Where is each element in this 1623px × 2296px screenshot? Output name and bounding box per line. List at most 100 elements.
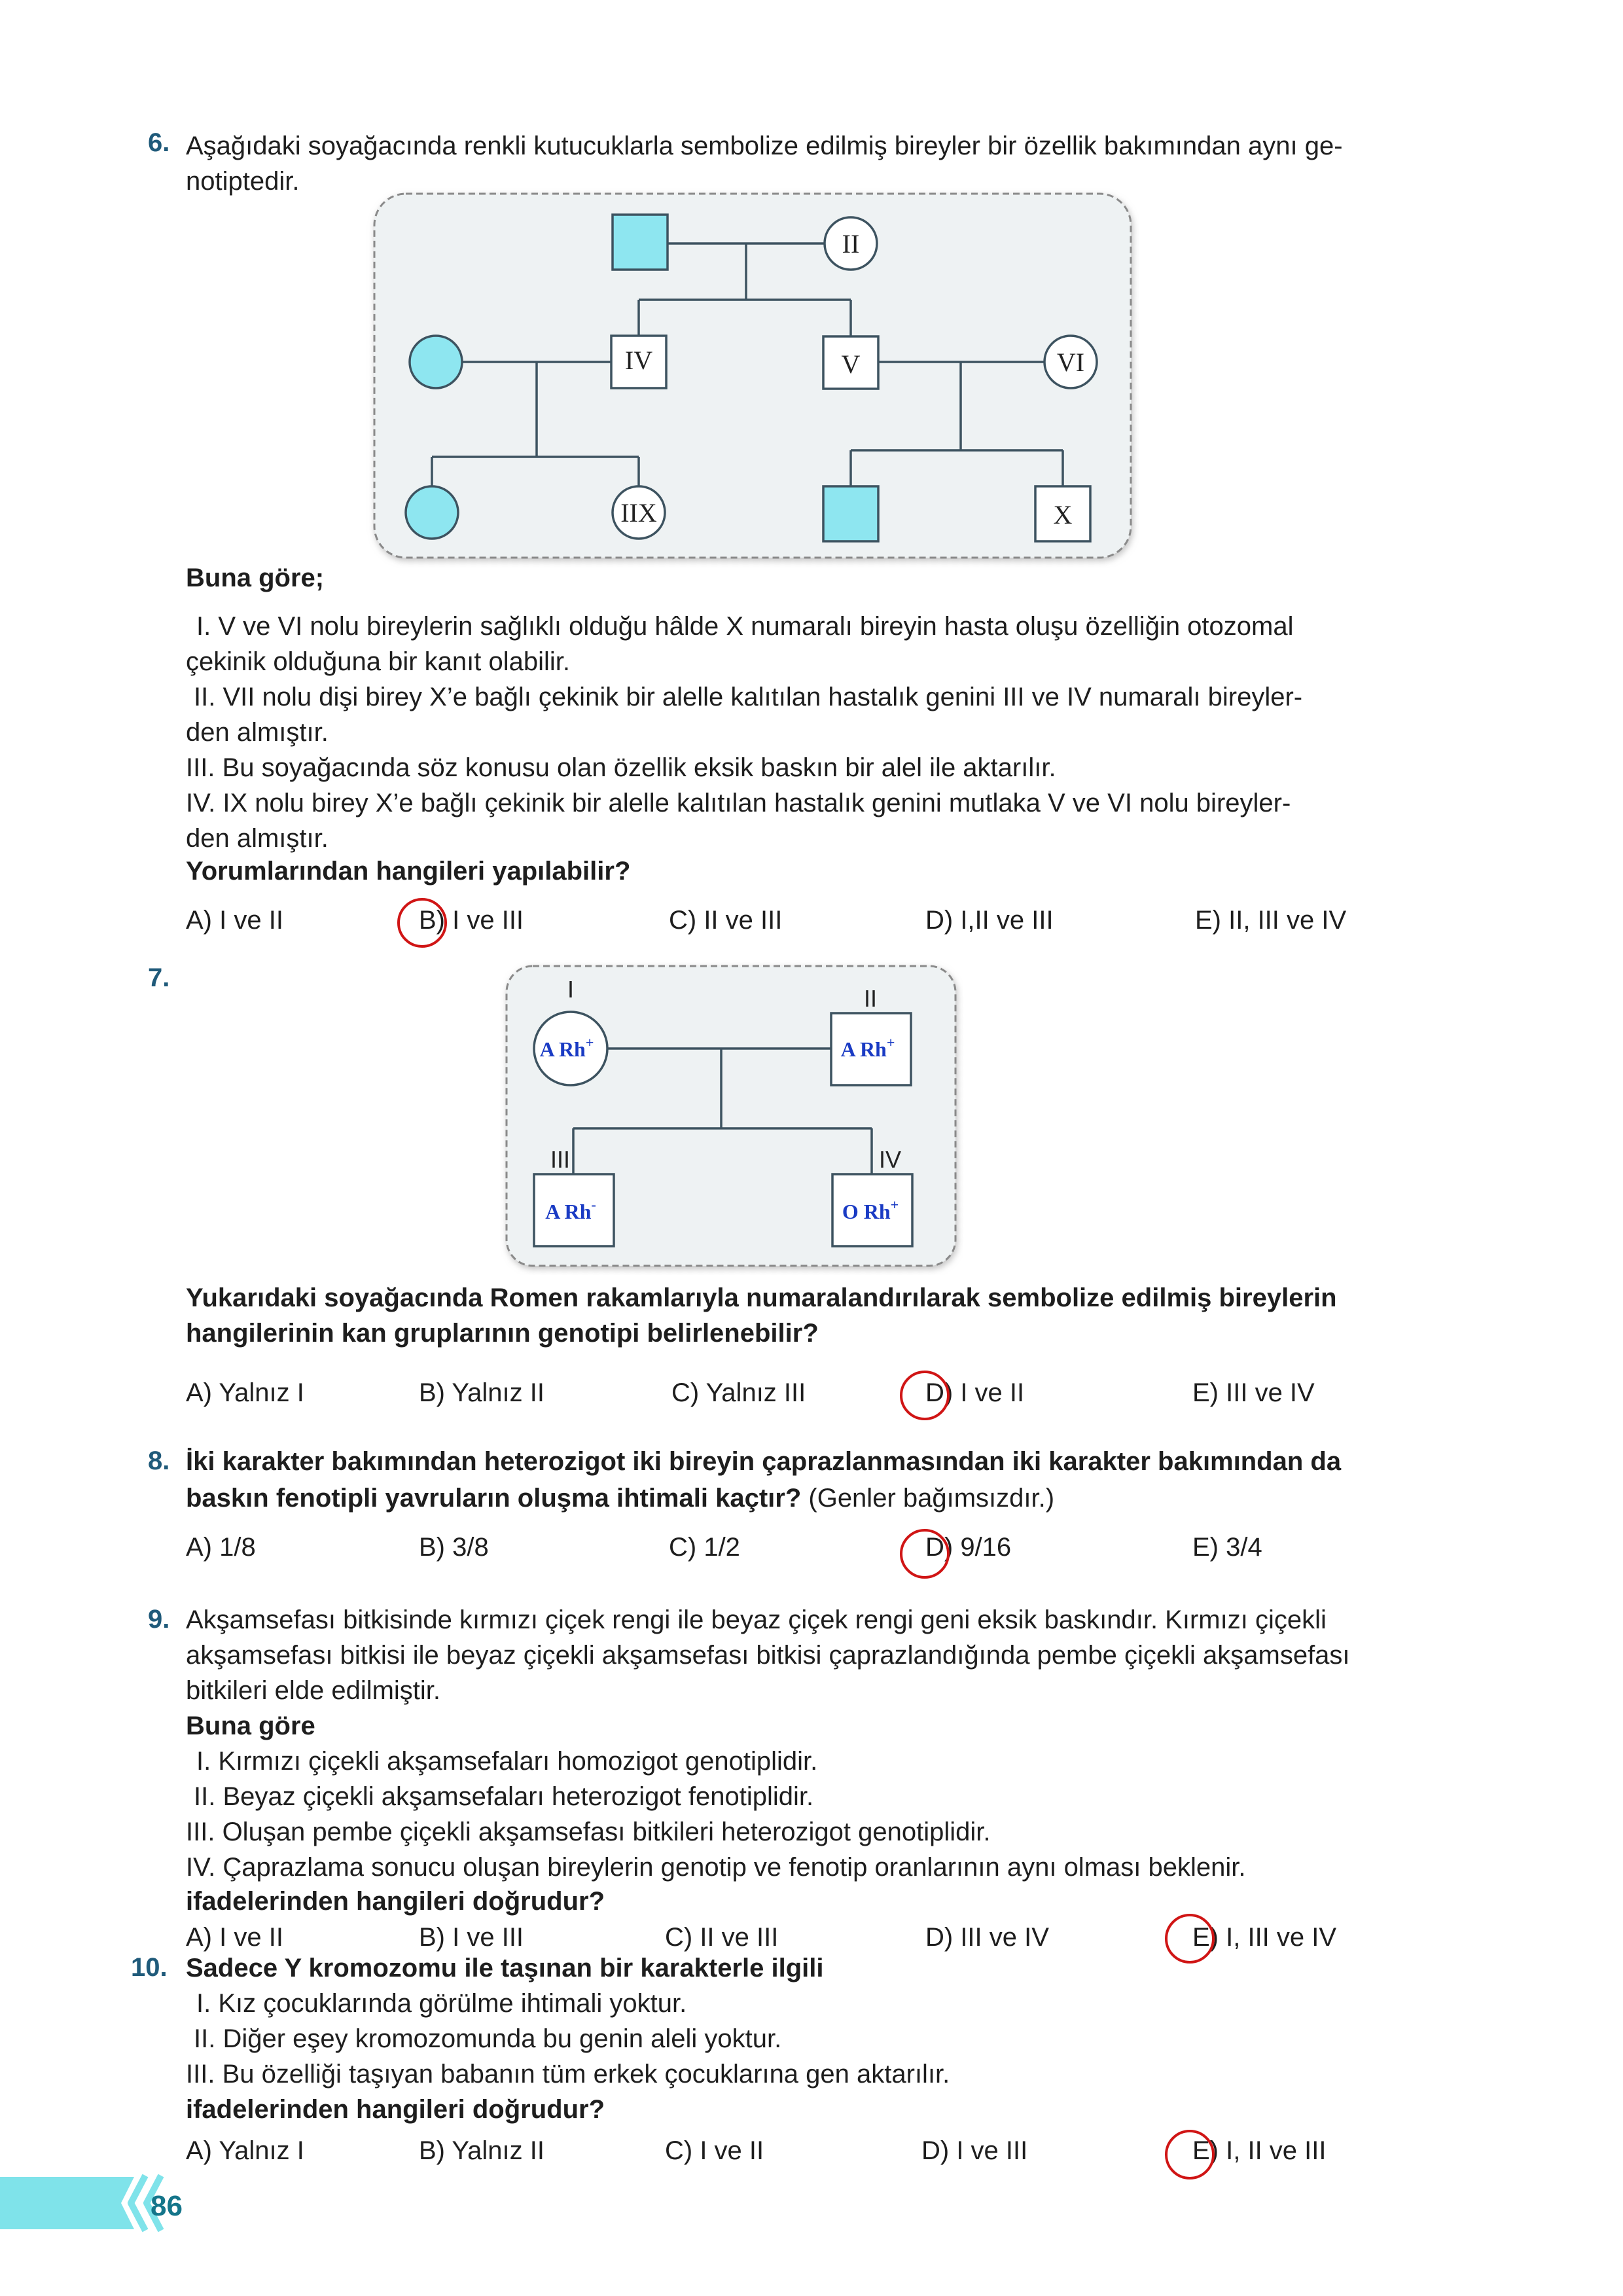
q8-option-b[interactable]: B) 3/8	[419, 1533, 489, 1562]
q8-number: 8.	[148, 1446, 170, 1475]
q7-question-line2: hangilerinin kan gruplarının genotipi be…	[186, 1319, 819, 1348]
q8-line2-bold: baskın fenotipli yavruların oluşma ihtim…	[186, 1484, 802, 1513]
label-X: X	[1054, 500, 1073, 529]
q9-stem-line2: akşamsefası bitkisi ile beyaz çiçekli ak…	[186, 1641, 1350, 1670]
q8-option-e[interactable]: E) 3/4	[1192, 1533, 1262, 1562]
q8-option-a[interactable]: A) 1/8	[186, 1533, 256, 1562]
q6-statement-3: III. Bu soyağacında söz konusu olan özel…	[186, 753, 1056, 782]
q7-II-rh: +	[887, 1034, 895, 1050]
q7-option-e[interactable]: E) III ve IV	[1192, 1378, 1315, 1407]
q9-stem-line3: bitkileri elde edilmiştir.	[186, 1676, 441, 1705]
q7-III-blood: A Rh	[545, 1200, 591, 1223]
q9-buna-gore: Buna göre	[186, 1712, 315, 1740]
q7-option-b[interactable]: B) Yalnız II	[419, 1378, 544, 1407]
q6-statement-2b: den almıştır.	[186, 718, 329, 747]
q9-option-c[interactable]: C) II ve III	[665, 1923, 779, 1952]
q6-stem-line1: Aşağıdaki soyağacında renkli kutucuklarl…	[186, 132, 1343, 160]
q6-pedigree-diagram: II IV V VI IIX X	[373, 192, 1132, 559]
q10-statement-3: III. Bu özelliği taşıyan babanın tüm erk…	[186, 2060, 950, 2089]
label-V: V	[842, 350, 861, 379]
q9-option-d[interactable]: D) III ve IV	[925, 1923, 1049, 1952]
q9-question: ifadelerinden hangileri doğrudur?	[186, 1887, 605, 1916]
q10-answer-circle	[1165, 2130, 1215, 2179]
q7-question-line1: Yukarıdaki soyağacında Romen rakamlarıyl…	[186, 1283, 1337, 1312]
q10-option-e[interactable]: E) I, II ve III	[1192, 2136, 1327, 2165]
pedigree-male-affected-top	[611, 213, 669, 271]
q10-option-c[interactable]: C) I ve II	[665, 2136, 764, 2165]
q7-II-blood: A Rh	[841, 1037, 887, 1061]
q6-statement-1b: çekinik olduğuna bir kanıt olabilir.	[186, 647, 571, 676]
label-IIX: IIX	[620, 498, 657, 528]
label-VI: VI	[1057, 348, 1084, 377]
q7-pedigree-diagram: I II III IV A Rh+ A Rh+ A Rh- O Rh+	[505, 965, 957, 1267]
q7-gen-II-label: II	[864, 985, 877, 1012]
q7-I-blood: A Rh	[540, 1037, 586, 1061]
q7-answer-circle	[900, 1371, 950, 1420]
q6-buna-gore: Buna göre;	[186, 564, 325, 592]
q10-number: 10.	[131, 1953, 168, 1982]
q6-option-d[interactable]: D) I,II ve III	[925, 906, 1054, 935]
q6-statement-4a: IV. IX nolu birey X’e bağlı çekinik bir …	[186, 789, 1291, 817]
q7-individual-II	[830, 1012, 912, 1086]
pedigree-female-II	[823, 216, 878, 271]
q9-statement-1: I. Kırmızı çiçekli akşamsefaları homozig…	[196, 1747, 818, 1776]
pedigree-female-affected-gen3	[404, 485, 459, 540]
page-tab-graphic	[0, 2174, 164, 2233]
q10-statement-2: II. Diğer eşey kromozomunda bu genin ale…	[194, 2024, 782, 2053]
q8-answer-circle	[900, 1529, 950, 1579]
q7-I-rh: +	[586, 1034, 594, 1050]
q7-option-a[interactable]: A) Yalnız I	[186, 1378, 304, 1407]
q10-option-b[interactable]: B) Yalnız II	[419, 2136, 544, 2165]
pedigree-male-IV	[610, 334, 668, 389]
q7-individual-IV	[831, 1173, 914, 1247]
label-II: II	[842, 229, 860, 259]
q7-IV-blood: O Rh	[842, 1200, 891, 1223]
q7-IV-rh: +	[891, 1196, 899, 1213]
pedigree-female-VI	[1043, 334, 1098, 389]
q9-option-a[interactable]: A) I ve II	[186, 1923, 283, 1952]
svg-text:A Rh+: A Rh+	[540, 1034, 594, 1061]
q7-option-c[interactable]: C) Yalnız III	[671, 1378, 806, 1407]
q9-statement-3: III. Oluşan pembe çiçekli akşamsefası bi…	[186, 1818, 991, 1846]
q7-III-rh: -	[591, 1196, 596, 1213]
q9-number: 9.	[148, 1605, 170, 1634]
q9-option-b[interactable]: B) I ve III	[419, 1923, 524, 1952]
q9-answer-circle	[1165, 1914, 1215, 1964]
svg-text:O Rh+: O Rh+	[842, 1196, 899, 1223]
q7-number: 7.	[148, 963, 170, 992]
q7-gen-I-label: I	[567, 976, 574, 1003]
q6-question: Yorumlarından hangileri yapılabilir?	[186, 857, 631, 886]
pedigree-male-affected-gen3	[822, 485, 880, 543]
q6-option-c[interactable]: C) II ve III	[669, 906, 783, 935]
q9-statement-4: IV. Çaprazlama sonucu oluşan bireylerin …	[186, 1853, 1246, 1882]
q7-gen-IV-label: IV	[879, 1146, 901, 1173]
pedigree-male-X	[1034, 485, 1092, 543]
q6-statement-2a: II. VII nolu dişi birey X’e bağlı çekini…	[194, 683, 1303, 711]
q7-gen-III-label: III	[550, 1146, 570, 1173]
q6-statement-4b: den almıştır.	[186, 824, 329, 853]
q9-stem-line1: Akşamsefası bitkisinde kırmızı çiçek ren…	[186, 1605, 1327, 1634]
q9-statement-2: II. Beyaz çiçekli akşamsefaları heterozi…	[194, 1782, 814, 1811]
pedigree-male-V	[822, 335, 880, 390]
q10-statement-1: I. Kız çocuklarında görülme ihtimali yok…	[196, 1989, 687, 2018]
pedigree-female-affected-gen2	[408, 334, 463, 389]
svg-text:A Rh-: A Rh-	[545, 1196, 596, 1223]
q10-question: ifadelerinden hangileri doğrudur?	[186, 2095, 605, 2124]
q6-number: 6.	[148, 128, 170, 157]
q7-individual-III	[533, 1173, 615, 1247]
q6-option-e[interactable]: E) II, III ve IV	[1195, 906, 1347, 935]
q8-line2: baskın fenotipli yavruların oluşma ihtim…	[186, 1480, 1054, 1516]
q8-option-c[interactable]: C) 1/2	[669, 1533, 740, 1562]
pedigree-female-IIX	[611, 485, 666, 540]
q8-line1: İki karakter bakımından heterozigot iki …	[186, 1447, 1342, 1476]
q6-option-a[interactable]: A) I ve II	[186, 906, 283, 935]
q6-stem-line2: notiptedir.	[186, 167, 300, 196]
q6-answer-circle	[397, 898, 447, 948]
q10-stem: Sadece Y kromozomu ile taşınan bir karak…	[186, 1954, 824, 1982]
label-IV: IV	[625, 346, 652, 375]
page-number: 86	[151, 2190, 183, 2222]
q9-option-e[interactable]: E) I, III ve IV	[1192, 1923, 1337, 1952]
q6-statement-1a: I. V ve VI nolu bireylerin sağlıklı oldu…	[196, 612, 1294, 641]
q10-option-d[interactable]: D) I ve III	[921, 2136, 1028, 2165]
q10-option-a[interactable]: A) Yalnız I	[186, 2136, 304, 2165]
